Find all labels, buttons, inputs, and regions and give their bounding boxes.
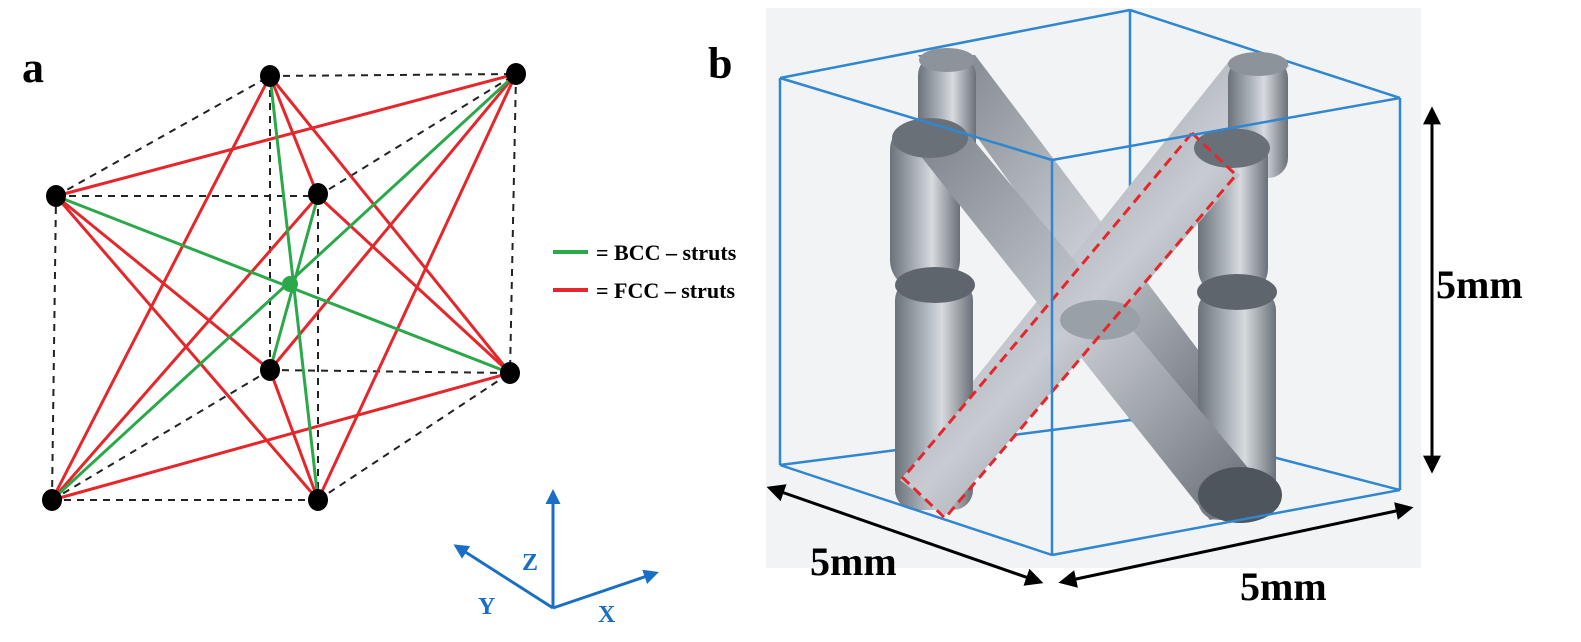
highlighted-strut-outline (900, 130, 1239, 521)
panel-b: b (708, 8, 1523, 609)
x-axis-arrow (552, 569, 659, 610)
lattice-nodes (42, 63, 526, 511)
panel-a: a (22, 43, 737, 628)
lattice-struts (890, 48, 1290, 523)
coordinate-axes (453, 489, 659, 610)
dimension-arrows (766, 106, 1441, 588)
width-dimension-label: 5mm (1240, 564, 1327, 609)
y-axis-arrow (453, 544, 554, 610)
cube-edges (51, 73, 517, 501)
panel-b-label: b (708, 39, 732, 88)
legend: = BCC – struts = FCC – struts (553, 240, 737, 303)
z-axis-label: Z (522, 550, 538, 576)
panel-a-label: a (22, 43, 44, 92)
legend-fcc-label: = FCC – struts (596, 278, 735, 303)
legend-bcc-label: = BCC – struts (596, 240, 737, 265)
depth-dimension-arrow (766, 484, 1044, 586)
height-dimension-label: 5mm (1436, 262, 1523, 307)
center-node (282, 276, 298, 292)
x-axis-label: X (598, 602, 616, 628)
width-dimension-arrow (1058, 502, 1414, 588)
depth-dimension-label: 5mm (810, 539, 897, 584)
y-axis-label: Y (478, 594, 495, 620)
